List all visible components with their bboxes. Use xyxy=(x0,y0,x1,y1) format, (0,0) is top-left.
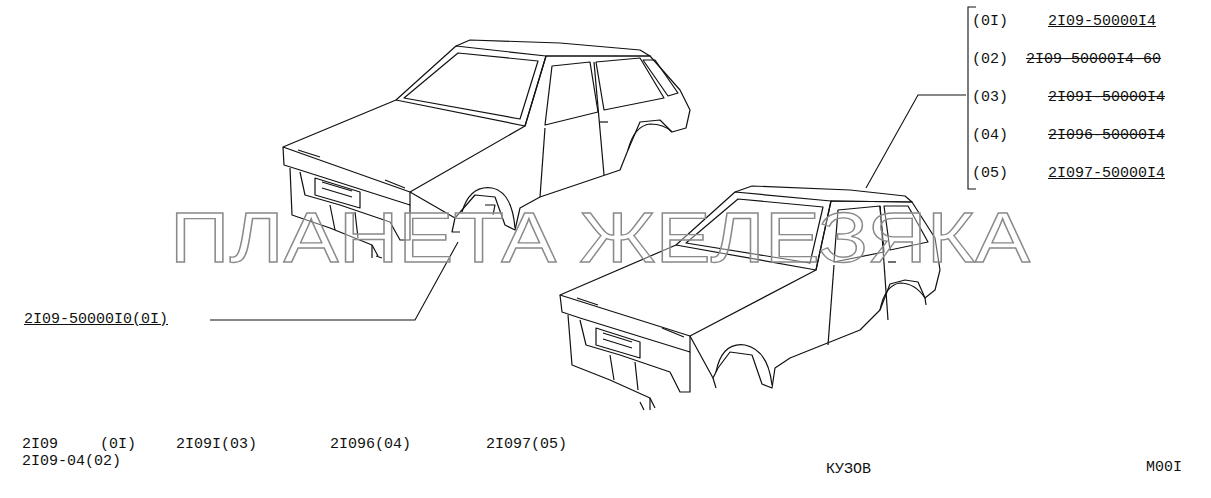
page-code: M00I xyxy=(1146,459,1182,477)
leader-line xyxy=(866,95,966,188)
model-code: 2I09 xyxy=(22,436,58,454)
model-code: 2I09-04(02) xyxy=(22,453,121,471)
variant-number: (02) xyxy=(972,51,1008,69)
variant-number: (04) xyxy=(972,127,1008,145)
part-number: 2I09-50000I4-60 xyxy=(1026,51,1161,69)
part-number: 2I09I-50000I4 xyxy=(1048,89,1165,107)
variant-number: (0I) xyxy=(100,436,136,454)
part-number: 2I097-50000I4 xyxy=(1048,165,1165,183)
model-code: 2I09I(03) xyxy=(176,436,257,454)
part-number: 2I09-50000I0(0I) xyxy=(24,311,168,329)
variant-number: (03) xyxy=(972,89,1008,107)
model-code: 2I096(04) xyxy=(330,436,411,454)
part-number: 2I09-50000I4 xyxy=(1048,13,1156,31)
variant-number: (05) xyxy=(972,165,1008,183)
model-code: 2I097(05) xyxy=(486,436,567,454)
section-title: КУЗОВ xyxy=(826,461,871,479)
part-number: 2I096-50000I4 xyxy=(1048,127,1165,145)
variant-number: (0I) xyxy=(972,13,1008,31)
watermark: ПЛАНЕТА ЖЕЛЕЗЯКА xyxy=(170,198,1030,278)
